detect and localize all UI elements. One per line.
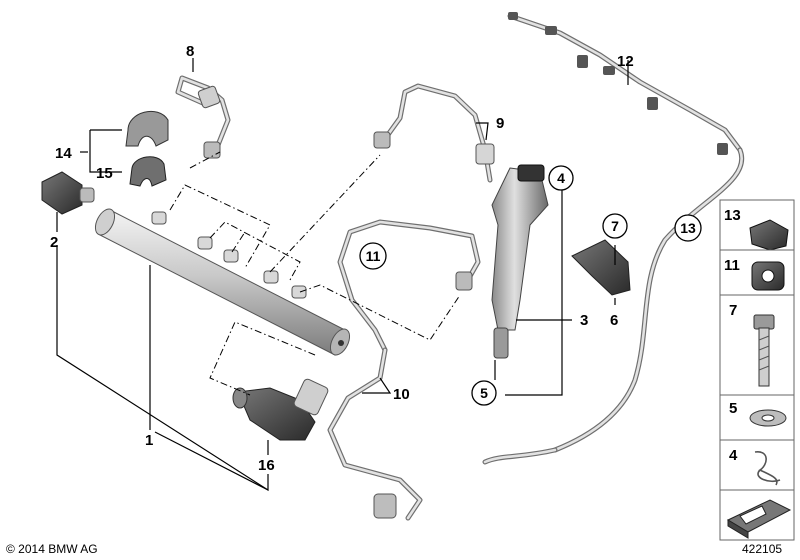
callout-labels: 1 2 3 6 8 9 10 12 14 15 16 — [50, 43, 634, 474]
callout-8: 8 — [186, 43, 194, 60]
callout-1: 1 — [145, 432, 153, 449]
svg-text:5: 5 — [729, 400, 737, 417]
svg-text:7: 7 — [611, 218, 619, 234]
hp-line-9 — [373, 83, 495, 183]
diagram-id: 422105 — [742, 542, 782, 556]
leader-lines — [56, 58, 629, 492]
svg-text:11: 11 — [366, 248, 381, 264]
callout-14: 14 — [55, 145, 72, 162]
injector-3 — [491, 164, 549, 359]
bracket-15 — [129, 156, 167, 187]
svg-text:13: 13 — [724, 207, 741, 224]
fuel-rail-1 — [94, 208, 351, 356]
callout-10: 10 — [393, 386, 410, 403]
circled-callout-13: 13 — [674, 214, 702, 242]
svg-text:7: 7 — [729, 302, 737, 319]
circled-callout-7: 7 — [602, 213, 628, 239]
circled-callout-11: 11 — [359, 242, 387, 270]
callout-15: 15 — [96, 165, 113, 182]
svg-text:4: 4 — [557, 170, 565, 186]
callout-3: 3 — [580, 312, 588, 329]
hp-line-8 — [175, 75, 231, 159]
side-box-7: 7 — [719, 294, 795, 396]
copyright-text: © 2014 BMW AG — [6, 542, 98, 556]
circled-callout-5: 5 — [471, 380, 497, 406]
hp-line-10 — [327, 347, 423, 521]
svg-text:5: 5 — [480, 385, 488, 401]
callout-12: 12 — [617, 53, 634, 70]
side-box-4: 4 — [719, 439, 795, 491]
callout-6: 6 — [610, 312, 618, 329]
callout-16: 16 — [258, 457, 275, 474]
side-panel: 13 11 7 5 4 — [719, 199, 795, 541]
side-box-arrow — [719, 489, 795, 541]
svg-text:13: 13 — [680, 220, 696, 236]
injector-bracket-6 — [571, 239, 631, 296]
callout-2: 2 — [50, 234, 58, 251]
leak-off-line-12 — [482, 12, 745, 465]
svg-text:11: 11 — [724, 257, 740, 274]
svg-text:4: 4 — [729, 447, 738, 464]
assembly-dashlines — [169, 151, 461, 396]
circled-callout-4: 4 — [548, 165, 574, 191]
pressure-control-valve-16 — [232, 378, 329, 441]
circled-callouts: 4 5 7 11 13 — [359, 165, 702, 406]
side-box-11: 11 — [719, 249, 795, 296]
bracket-14 — [125, 110, 169, 147]
side-box-5: 5 — [719, 394, 795, 441]
hp-line-11 — [337, 219, 481, 353]
side-box-13: 13 — [719, 199, 795, 251]
callout-9: 9 — [496, 115, 504, 132]
rail-pressure-sensor-2 — [41, 171, 95, 215]
